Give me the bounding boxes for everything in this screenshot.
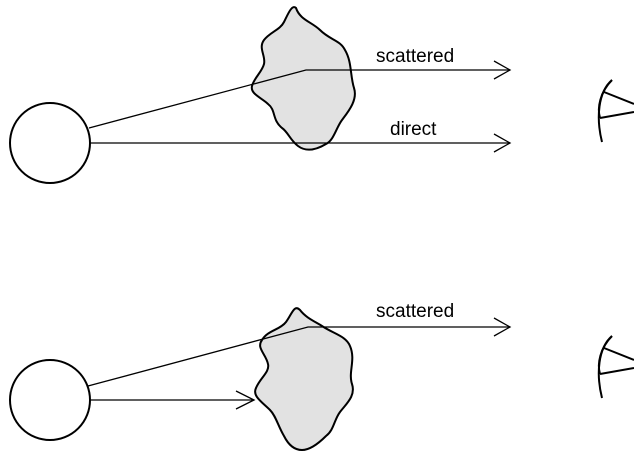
eye-icon xyxy=(597,335,634,399)
label-direct: direct xyxy=(390,119,437,140)
scattered-arrowhead xyxy=(493,60,512,80)
panel-bottom: scattered xyxy=(9,301,634,451)
label-scattered: scattered xyxy=(376,46,454,67)
panel-top: scattered direct xyxy=(9,6,634,184)
light-source-circle xyxy=(9,359,91,441)
light-source-circle xyxy=(9,102,91,184)
cloud-shape xyxy=(250,6,356,151)
scattered-ray xyxy=(88,69,510,129)
scattered-arrowhead xyxy=(493,317,512,337)
scattered-ray xyxy=(87,326,510,387)
eye-icon xyxy=(597,79,634,143)
direct-arrowhead xyxy=(493,133,512,153)
cloud-shape xyxy=(254,307,354,451)
blocked-arrowhead xyxy=(235,390,256,410)
label-scattered: scattered xyxy=(376,301,454,322)
